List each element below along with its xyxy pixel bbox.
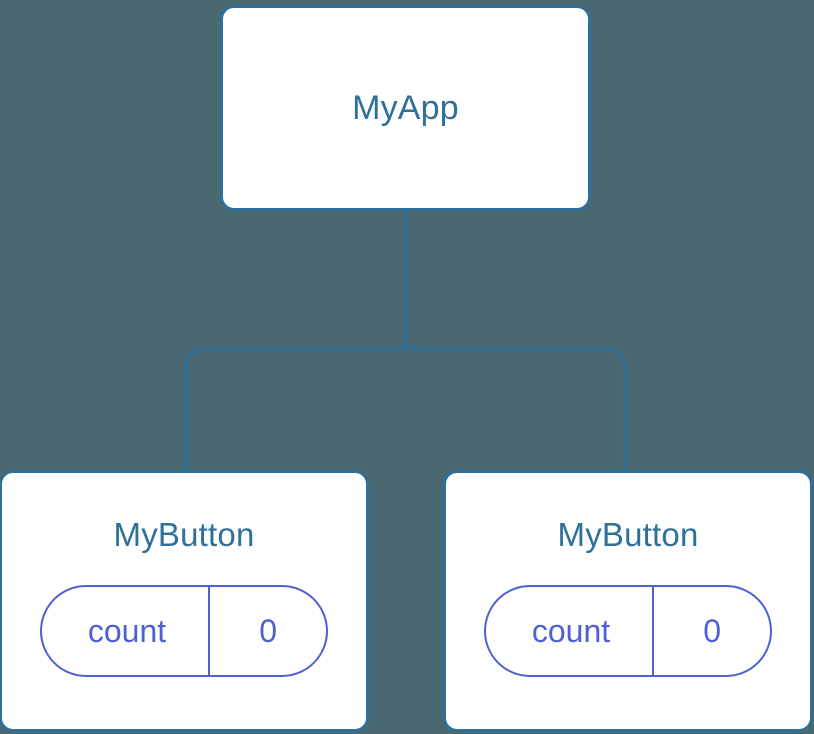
edge-branch-right <box>405 346 627 472</box>
state-pill[interactable]: count 0 <box>483 585 773 677</box>
node-myapp[interactable]: MyApp <box>220 5 591 211</box>
state-key: count <box>531 613 611 649</box>
state-value: 0 <box>652 587 770 675</box>
state-pill[interactable]: count 0 <box>39 585 329 677</box>
node-title: MyButton <box>557 516 699 553</box>
state-value: 0 <box>208 587 326 675</box>
node-title: MyButton <box>113 516 255 553</box>
node-mybutton-1[interactable]: MyButton count 0 <box>0 470 369 732</box>
state-key: count <box>87 613 167 649</box>
node-title: MyApp <box>352 89 459 127</box>
edge-branch-left <box>184 346 406 472</box>
node-mybutton-2[interactable]: MyButton count 0 <box>443 470 813 732</box>
